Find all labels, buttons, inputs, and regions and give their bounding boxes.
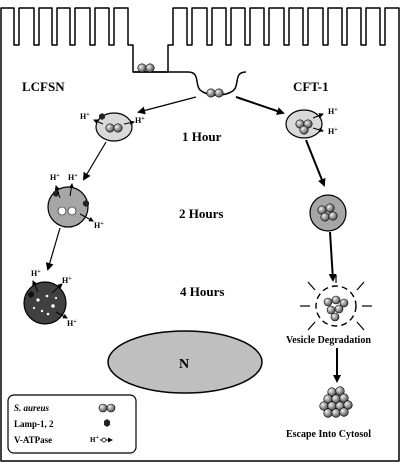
vesicle-left-4h [23, 280, 68, 325]
proton-r1b: H+ [328, 127, 338, 136]
bacteria-pair-icon [98, 403, 116, 413]
nucleus [107, 330, 263, 394]
bacteria-surface [137, 63, 155, 73]
vesicle-degrading [300, 275, 372, 331]
vesicle-left-1h [93, 112, 135, 142]
arrow-left-2h-4h [45, 227, 61, 271]
arrow-left-1h-2h [82, 141, 107, 181]
vesicle-right-1h [285, 109, 324, 139]
proton-l4b: H+ [62, 276, 72, 285]
legend-label-lamp: Lamp-1, 2 [14, 419, 54, 429]
bacteria-pit [206, 88, 224, 98]
proton-l2a: H+ [50, 173, 60, 182]
legend-label-s-aureus: S. aureus [14, 403, 50, 413]
escape-label: Escape Into Cytosol [286, 429, 371, 440]
proton-l2b: H+ [68, 173, 78, 182]
nucleus-label: N [179, 357, 189, 372]
bacteria-escaped-cluster [319, 386, 353, 418]
proton-l1b: H+ [135, 116, 145, 125]
vesicle-left-2h [47, 183, 94, 228]
lamp-hexagon-icon [104, 419, 110, 427]
proton-r1a: H+ [328, 107, 338, 116]
time-label-4h: 4 Hours [180, 284, 224, 299]
arrow-to-right-1h [235, 96, 285, 115]
arrow-right-2h-4h [328, 231, 337, 282]
cell-membrane [0, 7, 400, 462]
lcfsn-title: LCFSN [22, 79, 65, 94]
vesicle-right-2h [309, 194, 347, 232]
time-label-1h: 1 Hour [182, 129, 222, 144]
vesicle-degradation-label: Vesicle Degradation [286, 335, 371, 346]
cft1-title: CFT-1 [293, 79, 329, 94]
proton-l2c: H+ [94, 221, 104, 230]
time-label-2h: 2 Hours [179, 206, 223, 221]
proton-l4c: H+ [67, 319, 77, 328]
legend-label-v-atpase: V-ATPase [14, 435, 52, 445]
proton-l4a: H+ [31, 269, 41, 278]
v-atpase-pump-icon: H+ [90, 435, 113, 444]
arrow-right-1h-2h [305, 139, 326, 187]
proton-l1a: H+ [80, 112, 90, 121]
svg-text:H+: H+ [90, 435, 99, 444]
legend: S. aureus Lamp-1, 2 V-ATPase H+ [7, 394, 137, 454]
arrow-to-left-1h [137, 96, 197, 115]
